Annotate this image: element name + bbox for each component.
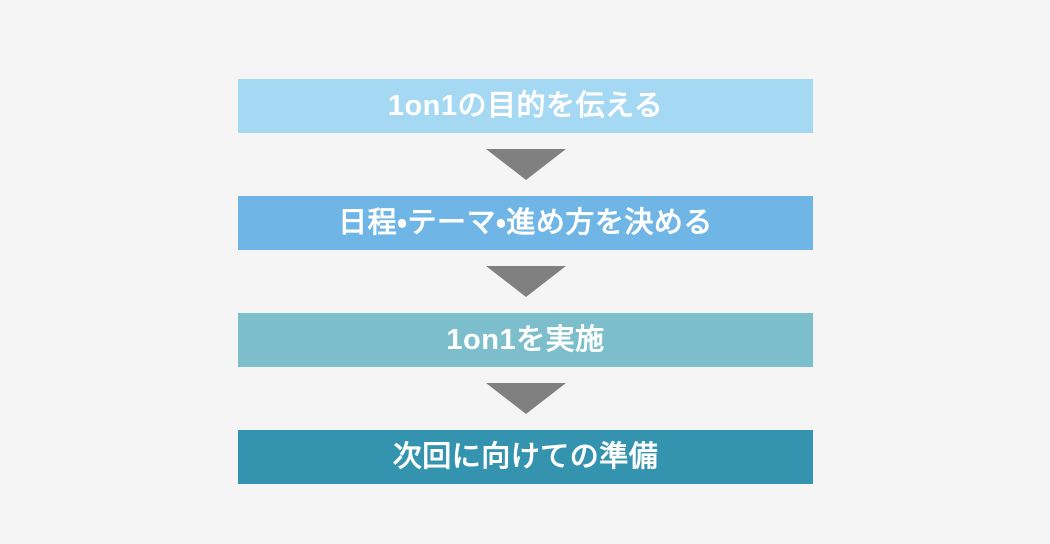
triangle-down-icon — [485, 383, 566, 414]
flow-step-4-label: 次回に向けての準備 — [392, 440, 659, 473]
triangle-down-icon — [485, 266, 566, 297]
flow-step-2-label: 日程・テーマ・進め方を決める — [338, 206, 713, 239]
flow-step-2[interactable]: 日程・テーマ・進め方を決める — [238, 196, 813, 250]
flow-connector-2 — [238, 250, 813, 313]
flow-connector-1 — [238, 133, 813, 196]
flow-step-3-label: 1on1を実施 — [446, 323, 605, 356]
triangle-down-icon — [485, 149, 566, 180]
flow-step-3[interactable]: 1on1を実施 — [238, 313, 813, 367]
flow-connector-3 — [238, 367, 813, 430]
flow-step-1-label: 1on1の目的を伝える — [387, 89, 664, 122]
flow-step-1[interactable]: 1on1の目的を伝える — [238, 79, 813, 133]
flowchart-step-stack: 1on1の目的を伝える 日程・テーマ・進め方を決める 1on1を実施 次回に向け… — [238, 79, 813, 484]
flow-step-4[interactable]: 次回に向けての準備 — [238, 430, 813, 484]
